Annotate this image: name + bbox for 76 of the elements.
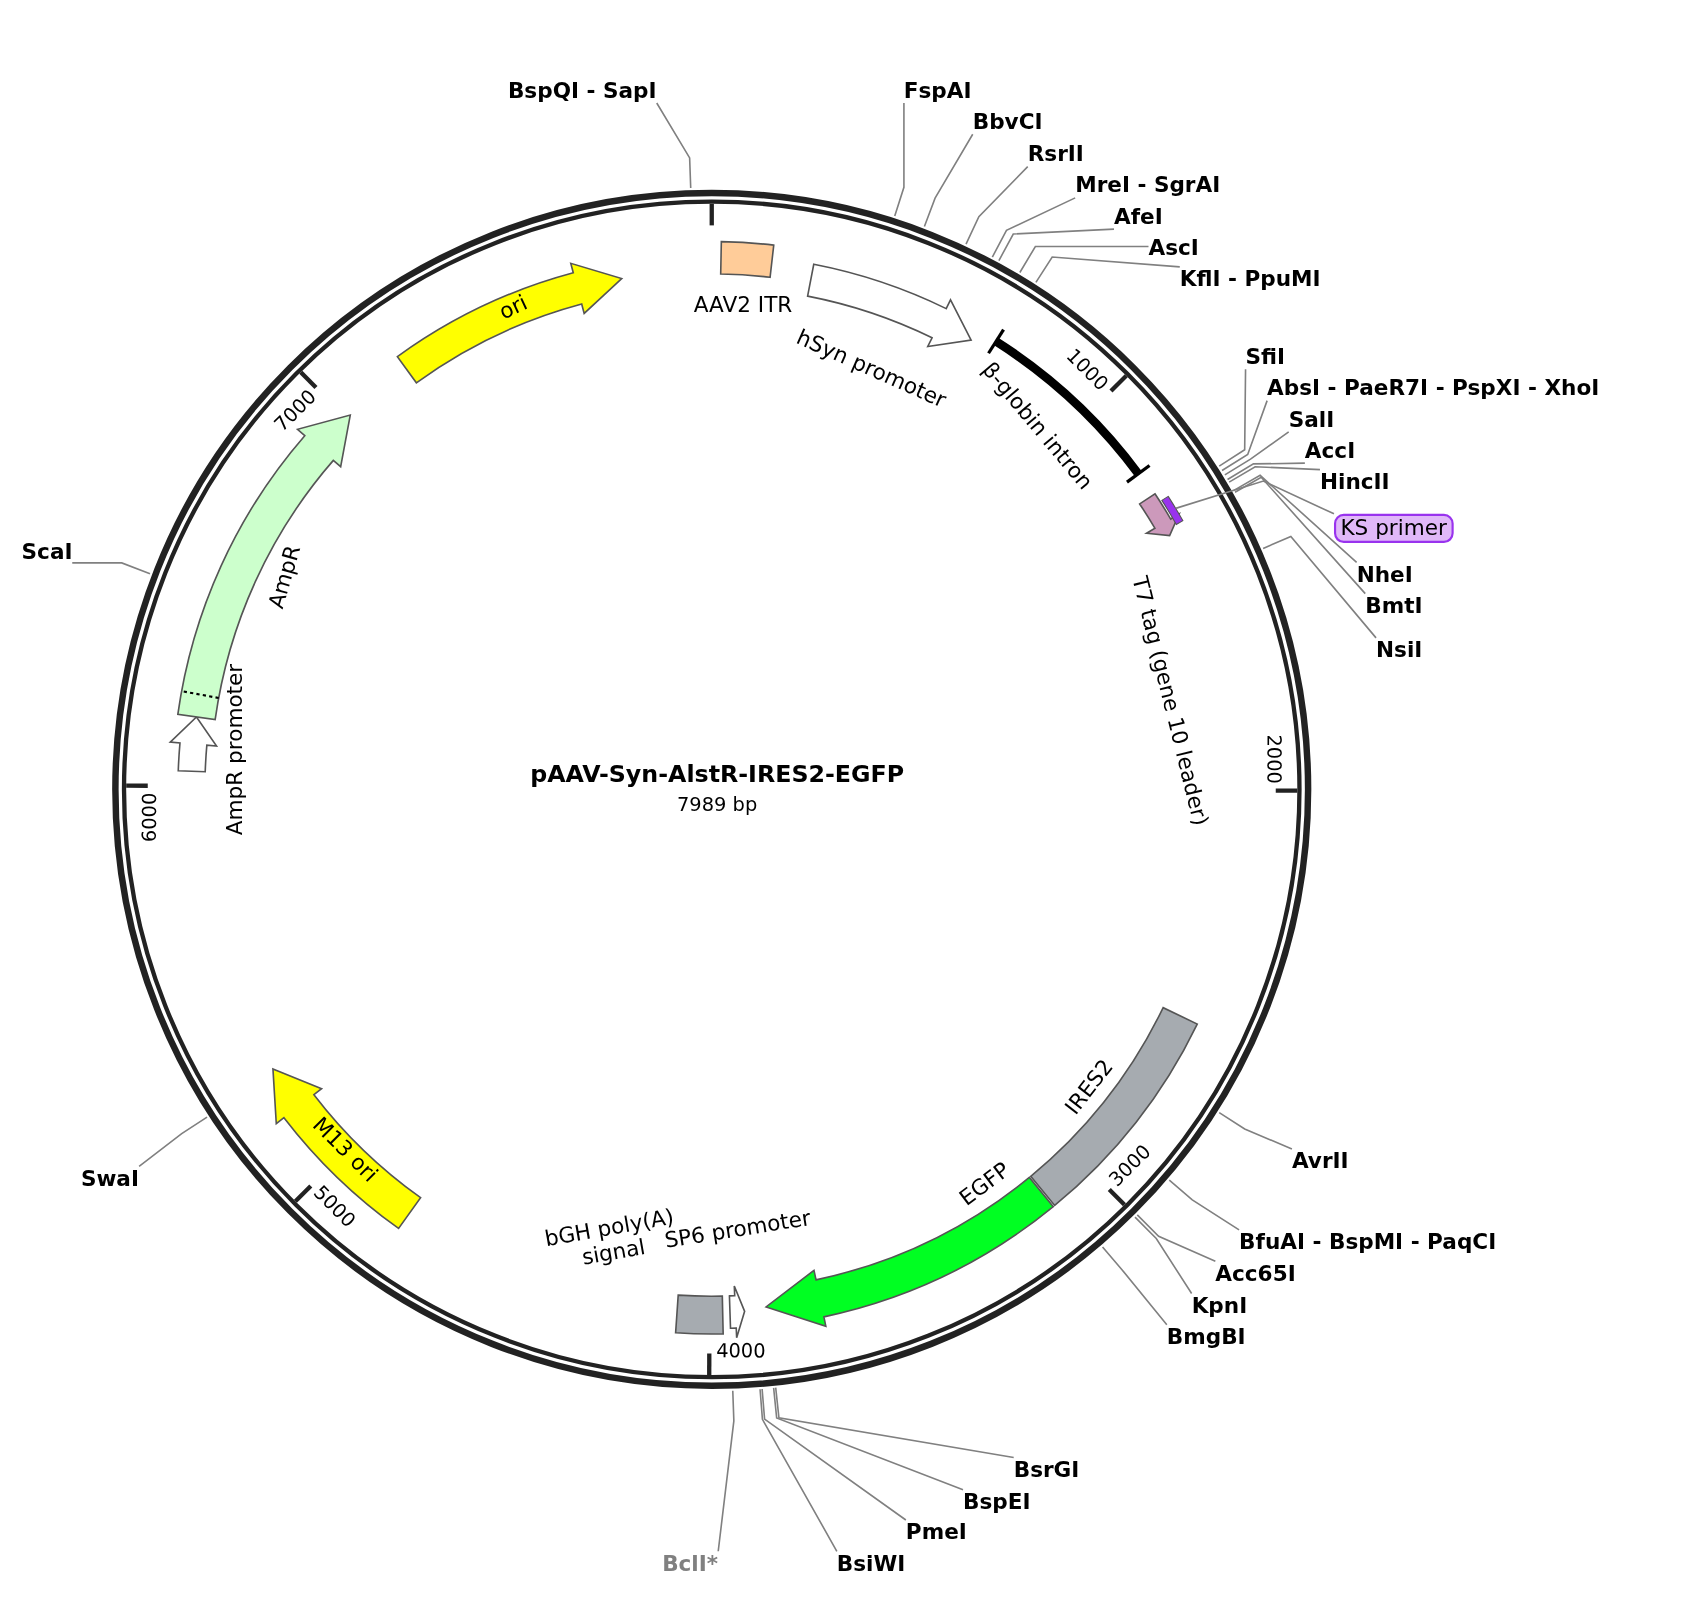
enzyme-site-label: FspAI <box>903 78 972 103</box>
enzyme-site-label: BfuAI - BspMI - PaqCI <box>1239 1229 1497 1255</box>
scale-label: 4000 <box>716 1340 766 1363</box>
leader-line <box>893 102 905 217</box>
enzyme-site-label: MreI - SgrAI <box>1075 173 1221 198</box>
enzyme-site-label: BspEI <box>963 1489 1031 1515</box>
enzyme-site-label: KpnI <box>1191 1293 1248 1319</box>
enzyme-site-label: AvrII <box>1291 1149 1349 1174</box>
feature-label: AmpR <box>263 542 306 612</box>
feature-label: AmpR promoter <box>222 663 248 836</box>
leader-line <box>1134 1216 1193 1295</box>
plasmid-name: pAAV-Syn-AlstR-IRES2-EGFP <box>530 760 905 788</box>
leader-line <box>1019 245 1150 274</box>
leader-line <box>1224 431 1290 476</box>
enzyme-site-label: SalI <box>1288 407 1335 432</box>
enzyme-site-label: AfeI <box>1114 204 1163 230</box>
leader-line <box>1233 474 1358 564</box>
tag-feature <box>1138 493 1180 537</box>
leader-line <box>772 1387 964 1491</box>
enzyme-site-label: SwaI <box>80 1166 139 1192</box>
leader-line <box>998 228 1115 262</box>
leader-line <box>1136 1214 1217 1262</box>
leader-line <box>1262 535 1377 639</box>
enzyme-site-label: Acc65I <box>1215 1261 1296 1286</box>
enzyme-site-label: BsiWI <box>836 1551 906 1577</box>
scale-label: 2000 <box>1262 734 1286 784</box>
promoter-feature <box>728 1285 746 1339</box>
primer-bar <box>1161 495 1184 525</box>
leader-line <box>965 165 1029 245</box>
leader-line <box>717 1390 735 1553</box>
feature-label: AAV2 ITR <box>693 292 793 318</box>
enzyme-site-label: BspQI - SapI <box>507 78 657 103</box>
enzyme-site-label: NheI <box>1356 562 1413 588</box>
leader-line <box>1218 1111 1293 1150</box>
enzyme-site-label: AccI <box>1304 438 1356 464</box>
leader-line <box>761 1388 907 1521</box>
gene-feature <box>396 262 623 384</box>
leader-line <box>1228 465 1321 483</box>
feature-label: ori <box>495 290 532 325</box>
leader-line <box>1221 399 1268 472</box>
enzyme-site-label: HincII <box>1319 469 1390 495</box>
leader-line <box>1218 368 1247 467</box>
gene-feature <box>272 1068 422 1230</box>
ires-feature <box>1029 1006 1199 1207</box>
leader-line <box>138 1116 208 1168</box>
primer-label: KS primer <box>1334 513 1454 543</box>
feature-label: T7 tag (gene 10 leader) <box>1127 573 1214 829</box>
leader-line <box>774 1386 1015 1459</box>
leader-line <box>1101 1246 1168 1326</box>
leader-line <box>655 102 692 189</box>
enzyme-site-label: AscI <box>1148 235 1199 261</box>
leader-line <box>759 1388 838 1553</box>
leader-line <box>991 197 1076 258</box>
scale-label: 6000 <box>138 792 161 842</box>
enzyme-site-label: RsrII <box>1027 141 1084 167</box>
sequence-length: 7989 bp <box>677 793 758 816</box>
leader-line <box>71 562 151 575</box>
enzyme-site-label: KflI - PpuMI <box>1179 266 1321 292</box>
polya-feature <box>674 1294 724 1335</box>
enzyme-site-label: PmeI <box>905 1520 967 1545</box>
enzyme-site-label: SfiI <box>1245 344 1286 370</box>
enzyme-site-label: AbsI - PaeR7I - PspXI - XhoI <box>1267 375 1600 401</box>
enzyme-site-label: BbvCI <box>972 109 1043 135</box>
enzyme-site-label: BmgBI <box>1166 1324 1246 1350</box>
repeat-feature <box>719 240 775 279</box>
enzyme-site-label: BclI* <box>662 1551 719 1577</box>
promoter-feature <box>169 716 218 773</box>
enzyme-site-label: BsrGI <box>1013 1457 1080 1483</box>
leader-line <box>1035 256 1181 284</box>
leader-line <box>1168 1179 1240 1231</box>
enzyme-site-label: ScaI <box>21 539 73 565</box>
leader-line <box>923 133 974 228</box>
leader-line <box>1226 462 1306 481</box>
leader-line <box>1234 476 1367 595</box>
enzyme-site-label: BmtI <box>1365 593 1423 619</box>
enzyme-site-label: NsiI <box>1376 637 1423 663</box>
